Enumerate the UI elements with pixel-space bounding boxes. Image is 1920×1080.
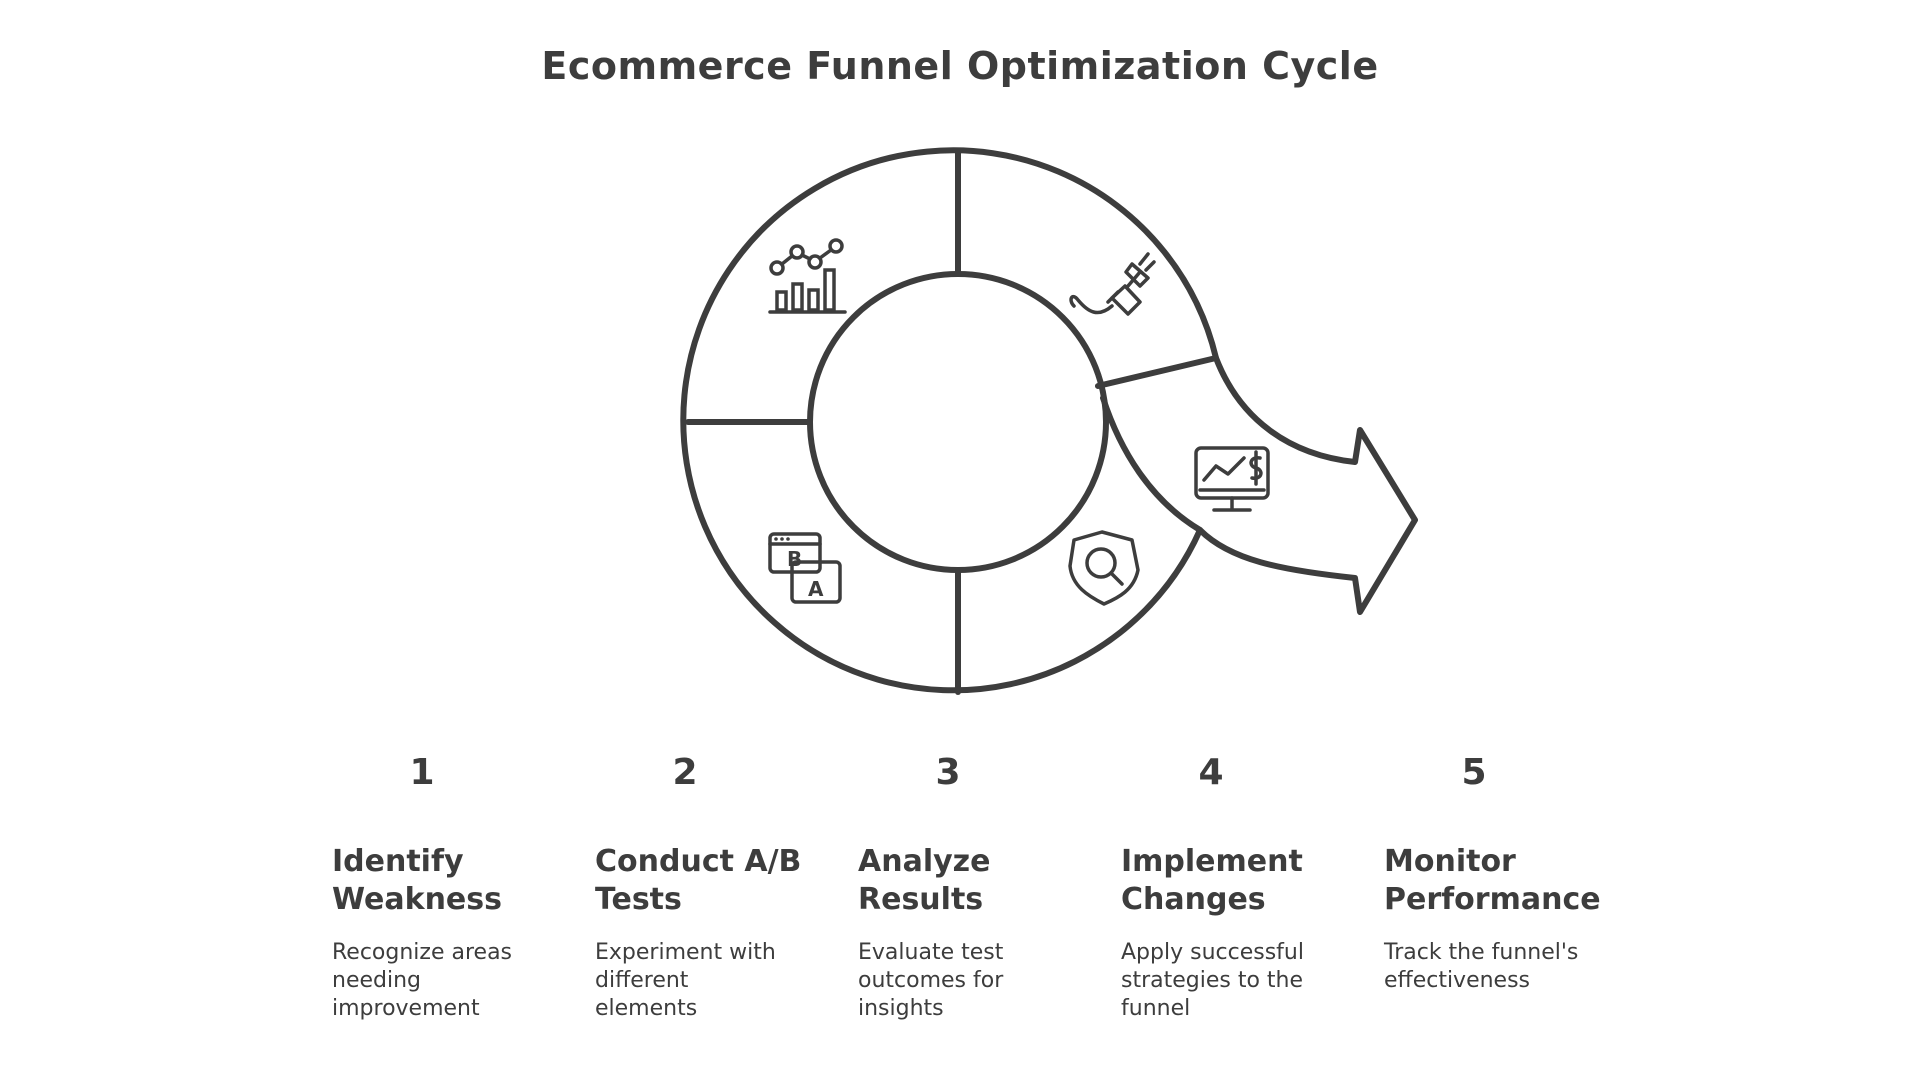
cycle-inner-circle [807, 271, 1109, 573]
plug-icon [1069, 252, 1156, 316]
step-description: Evaluate test outcomes for insights [858, 940, 1004, 1021]
chart-analytics-icon [768, 238, 847, 314]
step-description: Recognize areas needing improvement [332, 940, 513, 1021]
step-title: Monitor Performance [1384, 844, 1601, 917]
step-5: 5 Monitor Performance Track the funnel's… [1384, 752, 1624, 995]
step-title: Identify Weakness [332, 844, 502, 917]
ab-icon-letter-a: A [808, 577, 824, 601]
step-title: Conduct A/B Tests [595, 844, 802, 917]
step-number: 2 [672, 752, 698, 793]
step-number: 4 [1198, 752, 1224, 793]
step-1: 1 Identify Weakness Recognize areas need… [332, 752, 572, 1023]
diagram-title: Ecommerce Funnel Optimization Cycle [541, 44, 1379, 88]
step-4: 4 Implement Changes Apply successful str… [1121, 752, 1361, 1023]
ab-test-icon [768, 532, 842, 604]
cycle-outer-ring [680, 147, 1418, 694]
ab-icon-letter-b: B [787, 547, 802, 571]
step-description: Apply successful strategies to the funne… [1121, 940, 1304, 1021]
monitor-dollar-icon [1194, 446, 1270, 512]
step-number: 1 [409, 752, 435, 793]
shield-search-icon [1068, 530, 1140, 606]
step-3: 3 Analyze Results Evaluate test outcomes… [858, 752, 1098, 1023]
divider-right [1095, 355, 1219, 389]
arrow-inner-edge [1100, 395, 1203, 533]
step-description: Track the funnel's effectiveness [1384, 940, 1579, 993]
cycle-diagram: B A [680, 147, 1418, 695]
step-title: Analyze Results [858, 844, 991, 917]
step-2: 2 Conduct A/B Tests Experiment with diff… [595, 752, 835, 1023]
step-number: 3 [935, 752, 961, 793]
step-number: 5 [1461, 752, 1487, 793]
step-description: Experiment with different elements [595, 940, 776, 1021]
step-title: Implement Changes [1121, 844, 1303, 917]
